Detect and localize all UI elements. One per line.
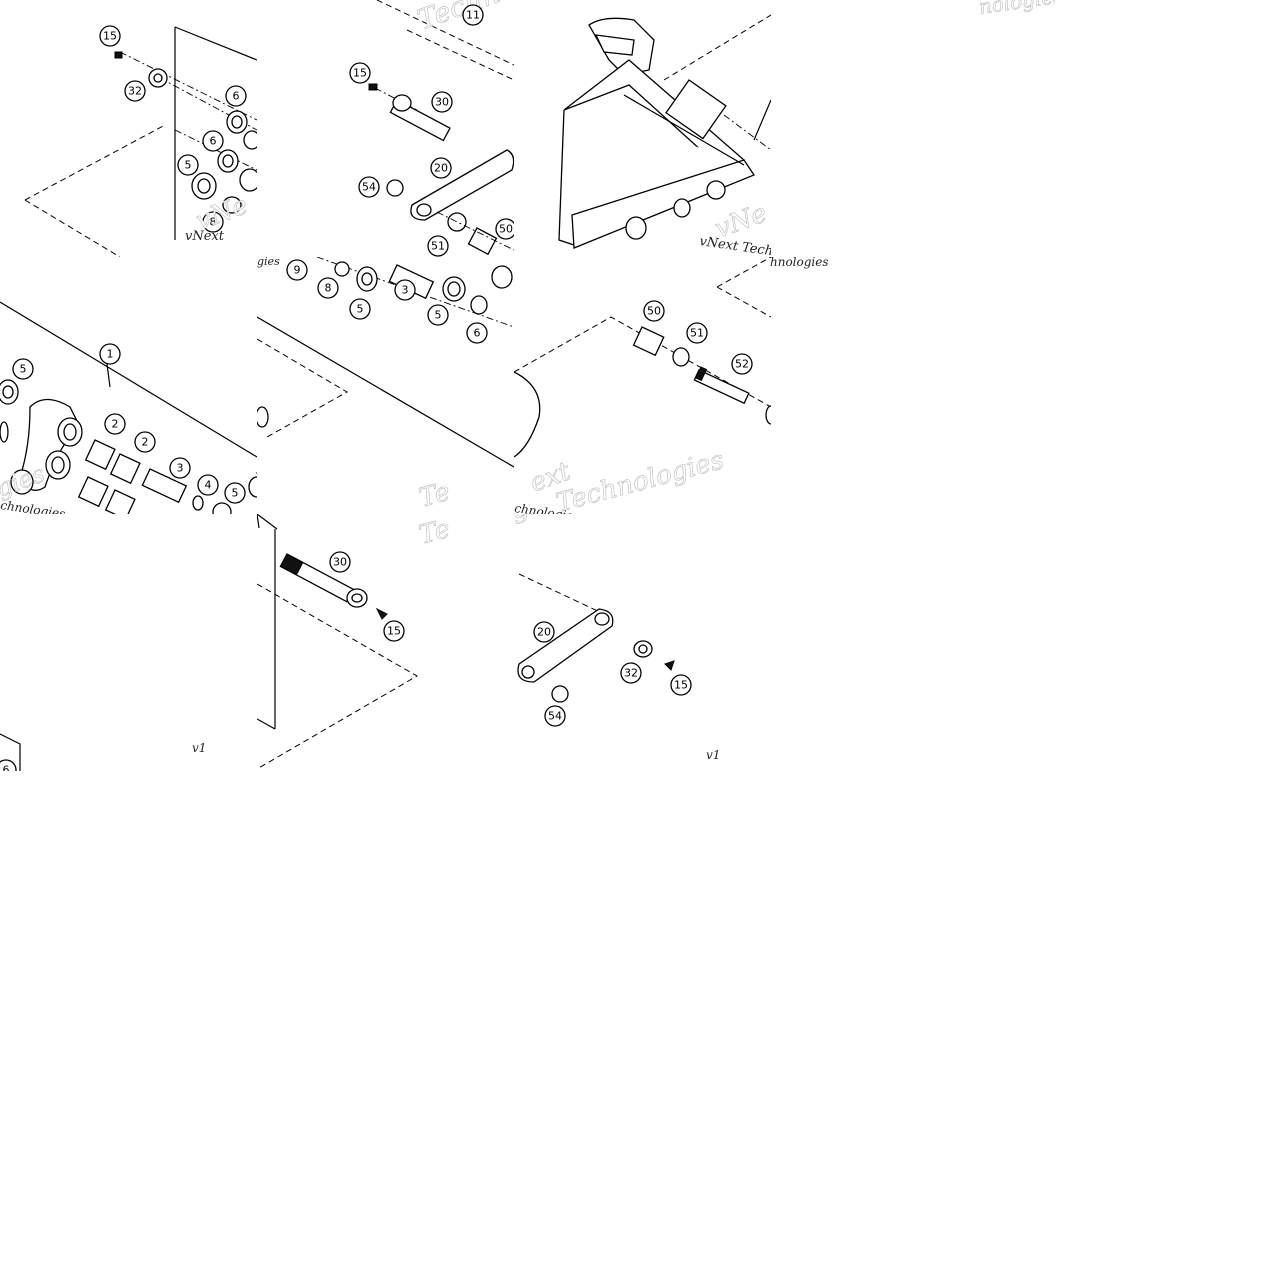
callout-3: 3 — [394, 279, 416, 301]
callout-15: 15 — [670, 674, 692, 696]
watermark-text: Techn — [413, 0, 504, 37]
diagram-tile-upper-right: vNext Technologies vNe — [514, 0, 771, 257]
callout-6b: 6 — [202, 130, 224, 152]
svg-text:2: 2 — [112, 418, 119, 431]
callout-2b: 2 — [134, 431, 156, 453]
svg-text:32: 32 — [624, 667, 638, 680]
svg-text:15: 15 — [353, 67, 367, 80]
watermark-fragment: nologies — [975, 0, 1055, 20]
callout-5b: 5 — [427, 304, 449, 326]
version-mark: v1 — [706, 748, 720, 762]
svg-text:30: 30 — [333, 556, 347, 569]
callout-5: 5 — [12, 358, 34, 380]
callout-20: 20 — [430, 157, 452, 179]
svg-text:30: 30 — [435, 96, 449, 109]
svg-text:15: 15 — [674, 679, 688, 692]
svg-text:nologies: nologies — [977, 0, 1055, 19]
callout-32: 32 — [124, 80, 146, 102]
svg-text:51: 51 — [690, 327, 704, 340]
callout-30: 30 — [431, 91, 453, 113]
svg-text:5: 5 — [20, 363, 27, 376]
callout-15: 15 — [99, 25, 121, 47]
svg-text:hnologies: hnologies — [770, 255, 829, 269]
watermark-text: chnologies — [0, 498, 66, 514]
diagram-tile-upper-left: 15 32 6 6 5 8 vNext vNe — [0, 0, 257, 257]
watermark-text: Te — [416, 514, 453, 551]
diagram-tile-center-right: 50 51 52 ext Technologies chnologies — [514, 257, 771, 514]
callout-4: 4 — [197, 474, 219, 496]
watermark-text: gies — [514, 514, 568, 526]
watermark-fragment: hnologies — [770, 252, 850, 270]
svg-text:6: 6 — [474, 327, 481, 340]
diagram-tile-lower-left: v1 6 — [0, 514, 257, 771]
svg-text:1: 1 — [107, 348, 114, 361]
watermark-text: gies — [257, 257, 280, 268]
svg-text:5: 5 — [357, 303, 364, 316]
svg-text:4: 4 — [205, 479, 212, 492]
svg-text:2: 2 — [142, 436, 149, 449]
svg-text:51: 51 — [431, 240, 445, 253]
svg-text:20: 20 — [537, 626, 551, 639]
callout-30: 30 — [329, 551, 351, 573]
diagram-tile-lower-middle: 30 15 Te — [257, 514, 514, 771]
callout-11: 11 — [462, 4, 484, 26]
svg-text:50: 50 — [499, 223, 513, 236]
svg-text:3: 3 — [177, 462, 184, 475]
svg-text:50: 50 — [647, 305, 661, 318]
callout-9: 9 — [286, 259, 308, 281]
svg-text:5: 5 — [232, 487, 239, 500]
callout-50: 50 — [495, 218, 514, 240]
watermark-text: Te — [416, 477, 453, 514]
callout-20: 20 — [533, 621, 555, 643]
diagram-tile-center-middle: 9 8 5 3 5 6 gies Te — [257, 257, 514, 514]
svg-text:9: 9 — [294, 264, 301, 277]
svg-text:32: 32 — [128, 85, 142, 98]
callout-3: 3 — [169, 457, 191, 479]
callout-50: 50 — [643, 300, 665, 322]
watermark-text: vNe — [711, 198, 771, 244]
svg-text:5: 5 — [435, 309, 442, 322]
svg-text:54: 54 — [362, 181, 376, 194]
callout-6: 6 — [0, 759, 17, 772]
callout-1: 1 — [99, 343, 121, 365]
callout-51: 51 — [686, 322, 708, 344]
svg-text:8: 8 — [210, 216, 217, 229]
watermark-text: Technologies — [553, 445, 727, 514]
diagram-tile-lower-right: v1 20 32 15 54 gies — [514, 514, 771, 771]
svg-text:6: 6 — [233, 90, 240, 103]
svg-text:15: 15 — [103, 30, 117, 43]
callout-6: 6 — [466, 322, 488, 344]
callout-15: 15 — [383, 620, 405, 642]
svg-text:8: 8 — [325, 282, 332, 295]
callout-32: 32 — [620, 662, 642, 684]
callout-5: 5 — [177, 154, 199, 176]
callout-52: 52 — [731, 353, 753, 375]
callout-8: 8 — [202, 211, 224, 233]
svg-text:3: 3 — [402, 284, 409, 297]
callout-5b: 5 — [224, 482, 246, 504]
watermark-text: vNext — [185, 229, 225, 244]
svg-text:5: 5 — [185, 159, 192, 172]
svg-text:6: 6 — [210, 135, 217, 148]
diagram-tile-upper-middle: Techn 15 30 20 54 51 50 11 — [257, 0, 514, 257]
svg-text:52: 52 — [735, 358, 749, 371]
callout-51: 51 — [427, 235, 449, 257]
svg-text:15: 15 — [387, 625, 401, 638]
callout-8: 8 — [317, 277, 339, 299]
callout-5: 5 — [349, 298, 371, 320]
svg-text:54: 54 — [548, 710, 562, 723]
watermark-text: gies — [0, 459, 49, 502]
callout-54: 54 — [358, 176, 380, 198]
callout-6: 6 — [225, 85, 247, 107]
svg-text:20: 20 — [434, 162, 448, 175]
version-mark: v1 — [192, 741, 206, 755]
svg-text:11: 11 — [466, 9, 480, 22]
callout-54: 54 — [544, 705, 566, 727]
diagram-tile-center-left: 5 1 2 2 3 4 5 gies chnologies — [0, 257, 257, 514]
svg-text:6: 6 — [3, 764, 10, 772]
callout-2: 2 — [104, 413, 126, 435]
callout-15: 15 — [349, 62, 371, 84]
